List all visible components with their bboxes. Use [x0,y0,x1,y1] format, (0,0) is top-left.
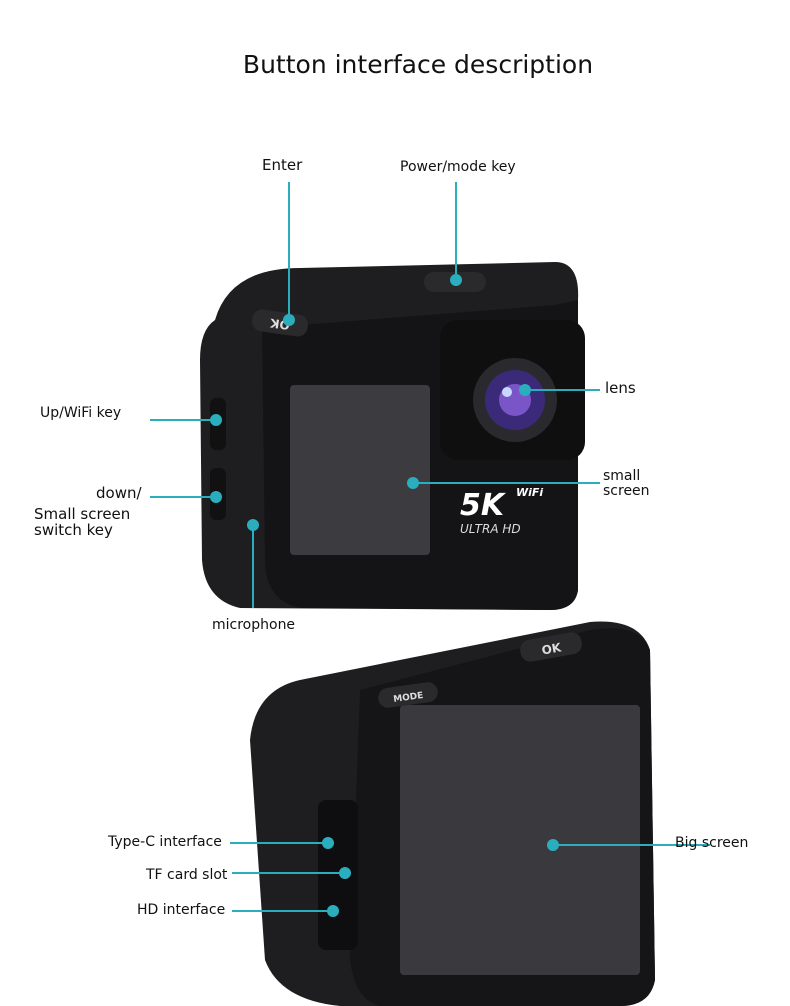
label-microphone: microphone [212,617,296,633]
svg-text:MODE: MODE [393,691,424,705]
svg-text:5K: 5K [460,488,507,523]
camera-back: MODE OK [250,621,655,1006]
callout-lines [150,182,710,917]
label-small-switch-2: switch key [34,521,113,539]
big-screen [400,705,640,975]
label-hd: HD interface [137,902,226,918]
label-power-mode: Power/mode key [400,159,516,175]
label-big-screen: Big screen [675,835,749,851]
small-screen [290,385,430,555]
label-small-screen-1: small [603,468,641,484]
label-enter: Enter [262,156,303,174]
svg-text:ULTRA HD: ULTRA HD [460,522,521,536]
label-type-c: Type-C interface [108,834,222,850]
side-port-cover [318,800,358,950]
camera-front: OK 5K WiFi ULTRA HD [200,262,585,610]
label-lens: lens [605,379,636,397]
label-small-switch-1: Small screen [34,505,131,523]
label-up-wifi: Up/WiFi key [40,405,122,421]
label-down: down/ [96,484,142,502]
label-small-screen-2: screen [603,483,650,499]
svg-text:OK: OK [541,640,563,657]
page-title: Button interface description [242,50,594,79]
svg-text:WiFi: WiFi [516,486,543,499]
label-tf-card: TF card slot [146,867,228,883]
